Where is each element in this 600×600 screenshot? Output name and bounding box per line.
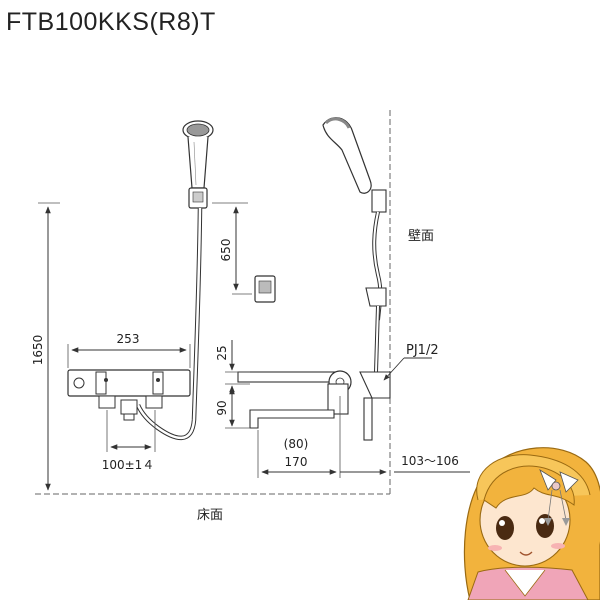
- wall-hook-icon: [254, 275, 276, 303]
- pipe-label: PJ1/2: [406, 343, 439, 358]
- dim-wall-range: 103〜106: [401, 454, 459, 468]
- page-title: FTB100KKS(R8)T: [6, 8, 216, 36]
- spout-icon: [249, 409, 335, 429]
- dim-spout-ref: (80): [284, 437, 309, 451]
- dim-total-height: 1650: [31, 335, 45, 366]
- dim-hook-height: 650: [219, 239, 233, 262]
- faucet-body-front: [67, 369, 191, 421]
- dim-top-offset: 25: [215, 345, 229, 360]
- front-view: [67, 120, 276, 441]
- pipe-leader: [383, 357, 405, 381]
- shower-head-side-icon: [322, 117, 372, 194]
- side-view: [237, 117, 391, 441]
- floor-label: 床面: [197, 508, 223, 523]
- dim-pitch: 100±1４: [102, 458, 155, 472]
- wall-label: 壁面: [408, 229, 434, 244]
- shower-holder-icon: [188, 187, 208, 209]
- dim-spout-length: 170: [285, 455, 308, 469]
- dim-body-width: 253: [117, 332, 140, 346]
- mascot-icon: [463, 447, 600, 600]
- dim-spout-drop: 90: [215, 400, 229, 415]
- shower-head-icon: [182, 120, 214, 189]
